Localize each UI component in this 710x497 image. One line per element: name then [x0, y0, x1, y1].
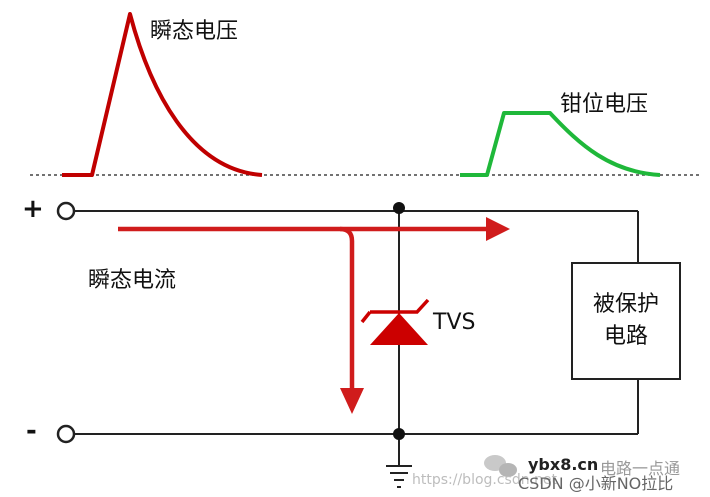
- watermark-brand: 电路一点通: [600, 459, 681, 478]
- protected-circuit-label-line2: 电路: [603, 324, 648, 349]
- arrowhead-right: [486, 217, 510, 241]
- clamp-voltage-label: 钳位电压: [560, 92, 649, 117]
- positive-terminal: [56, 201, 76, 221]
- tvs-label: TVS: [433, 310, 476, 335]
- watermark-icon: [484, 455, 517, 477]
- protected-circuit-label-line1: 被保护: [592, 292, 659, 317]
- clamp-voltage-waveform: [460, 111, 661, 177]
- transient-current-label: 瞬态电流: [88, 268, 177, 293]
- watermark-csdn: CSDN @小新NO拉比: [518, 474, 674, 493]
- tvs-diode-symbol: [360, 298, 430, 345]
- top-junction-dot: [393, 202, 405, 214]
- negative-terminal: [56, 424, 76, 444]
- arrowhead-down: [340, 388, 364, 414]
- bottom-junction-dot: [393, 428, 405, 440]
- transient-current-arrow: [118, 217, 510, 414]
- watermark-site: ybx8.cn: [528, 455, 599, 474]
- transient-voltage-label: 瞬态电压: [150, 19, 239, 44]
- watermark-blog-url: https://blog.csdn.net: [412, 472, 558, 488]
- ground-symbol: [386, 465, 412, 488]
- protected-circuit-box: 被保护 电路: [571, 262, 681, 380]
- transient-voltage-waveform: [62, 12, 263, 177]
- plus-sign: +: [22, 194, 44, 224]
- minus-sign: -: [26, 416, 37, 446]
